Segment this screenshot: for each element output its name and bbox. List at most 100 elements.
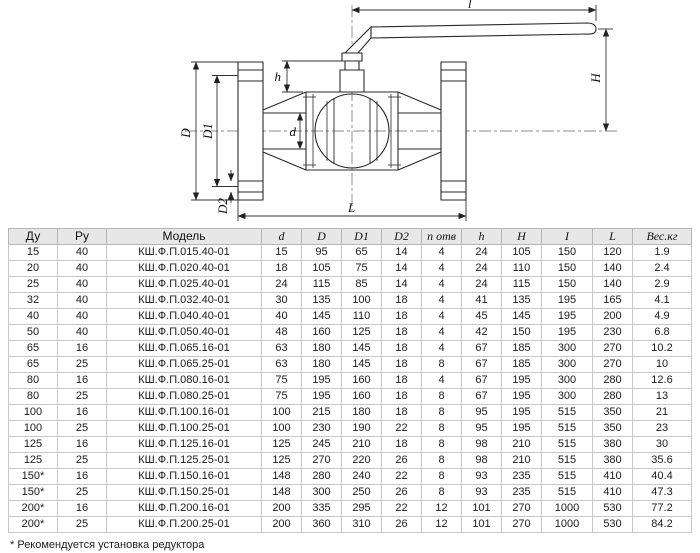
value-cell: 185 bbox=[501, 340, 542, 357]
value-cell: 26 bbox=[381, 484, 422, 501]
model-cell: КШ.Ф.П.200.25-01 bbox=[106, 516, 262, 533]
dim-label-l: l bbox=[468, 0, 472, 11]
value-cell: 240 bbox=[341, 468, 382, 485]
value-cell: 15 bbox=[261, 244, 302, 261]
value-cell: 25 bbox=[57, 484, 107, 501]
valve-technical-drawing: l H h d D D1 D2 L bbox=[0, 0, 700, 228]
value-cell: 18 bbox=[381, 356, 422, 373]
value-cell: 350 bbox=[592, 420, 633, 437]
value-cell: 67 bbox=[461, 340, 502, 357]
value-cell: 18 bbox=[381, 340, 422, 357]
value-cell: 195 bbox=[501, 420, 542, 437]
value-cell: 23 bbox=[632, 420, 692, 437]
value-cell: 115 bbox=[501, 276, 542, 293]
value-cell: 180 bbox=[341, 404, 382, 421]
model-cell: КШ.Ф.П.100.16-01 bbox=[106, 404, 262, 421]
value-cell: 235 bbox=[501, 468, 542, 485]
dimension-D1 bbox=[212, 76, 238, 187]
value-cell: 18 bbox=[381, 404, 422, 421]
value-cell: 75 bbox=[341, 260, 382, 277]
value-cell: 160 bbox=[341, 372, 382, 389]
value-cell: 65 bbox=[341, 244, 382, 261]
value-cell: 6.8 bbox=[632, 324, 692, 341]
value-cell: 24 bbox=[461, 244, 502, 261]
value-cell: 195 bbox=[541, 308, 593, 325]
value-cell: 75 bbox=[261, 372, 302, 389]
value-cell: 190 bbox=[341, 420, 382, 437]
value-cell: 25 bbox=[57, 420, 107, 437]
value-cell: 125 bbox=[261, 436, 302, 453]
value-cell: 100 bbox=[341, 292, 382, 309]
dim-label-h: h bbox=[275, 69, 282, 84]
value-cell: 63 bbox=[261, 340, 302, 357]
value-cell: 140 bbox=[592, 260, 633, 277]
value-cell: 13 bbox=[632, 388, 692, 405]
value-cell: 4.9 bbox=[632, 308, 692, 325]
value-cell: 200* bbox=[8, 516, 58, 533]
value-cell: 160 bbox=[341, 388, 382, 405]
value-cell: 42 bbox=[461, 324, 502, 341]
value-cell: 195 bbox=[501, 372, 542, 389]
value-cell: 150* bbox=[8, 484, 58, 501]
value-cell: 10.2 bbox=[632, 340, 692, 357]
value-cell: 40 bbox=[57, 292, 107, 309]
column-header-6: D2 bbox=[381, 228, 422, 245]
value-cell: 380 bbox=[592, 436, 633, 453]
value-cell: 40 bbox=[57, 260, 107, 277]
value-cell: 2.4 bbox=[632, 260, 692, 277]
column-header-1: Ру bbox=[57, 228, 107, 245]
dim-label-d: d bbox=[290, 124, 297, 139]
model-cell: КШ.Ф.П.100.25-01 bbox=[106, 420, 262, 437]
value-cell: 22 bbox=[381, 468, 422, 485]
value-cell: 210 bbox=[501, 452, 542, 469]
value-cell: 40 bbox=[57, 244, 107, 261]
column-header-5: D1 bbox=[341, 228, 382, 245]
value-cell: 8 bbox=[421, 404, 462, 421]
dim-label-D1: D1 bbox=[200, 123, 215, 140]
value-cell: 24 bbox=[261, 276, 302, 293]
column-header-2: Модель bbox=[106, 228, 262, 245]
value-cell: 8 bbox=[421, 356, 462, 373]
value-cell: 360 bbox=[301, 516, 342, 533]
value-cell: 75 bbox=[261, 388, 302, 405]
model-cell: КШ.Ф.П.125.25-01 bbox=[106, 452, 262, 469]
model-cell: КШ.Ф.П.025.40-01 bbox=[106, 276, 262, 293]
value-cell: 4 bbox=[421, 324, 462, 341]
model-cell: КШ.Ф.П.150.16-01 bbox=[106, 468, 262, 485]
value-cell: 270 bbox=[501, 516, 542, 533]
dim-label-H: H bbox=[588, 73, 603, 84]
value-cell: 93 bbox=[461, 484, 502, 501]
value-cell: 18 bbox=[381, 372, 422, 389]
value-cell: 250 bbox=[341, 484, 382, 501]
value-cell: 18 bbox=[381, 292, 422, 309]
value-cell: 410 bbox=[592, 484, 633, 501]
dim-label-D2: D2 bbox=[215, 198, 230, 215]
value-cell: 24 bbox=[461, 276, 502, 293]
value-cell: 84.2 bbox=[632, 516, 692, 533]
value-cell: 14 bbox=[381, 244, 422, 261]
dimension-D bbox=[191, 62, 238, 200]
value-cell: 235 bbox=[501, 484, 542, 501]
value-cell: 80 bbox=[8, 372, 58, 389]
value-cell: 32 bbox=[8, 292, 58, 309]
value-cell: 95 bbox=[461, 420, 502, 437]
value-cell: 20 bbox=[8, 260, 58, 277]
value-cell: 410 bbox=[592, 468, 633, 485]
value-cell: 14 bbox=[381, 260, 422, 277]
value-cell: 40 bbox=[57, 276, 107, 293]
value-cell: 100 bbox=[261, 420, 302, 437]
value-cell: 21 bbox=[632, 404, 692, 421]
value-cell: 150* bbox=[8, 468, 58, 485]
value-cell: 8 bbox=[421, 436, 462, 453]
value-cell: 310 bbox=[341, 516, 382, 533]
value-cell: 195 bbox=[301, 388, 342, 405]
